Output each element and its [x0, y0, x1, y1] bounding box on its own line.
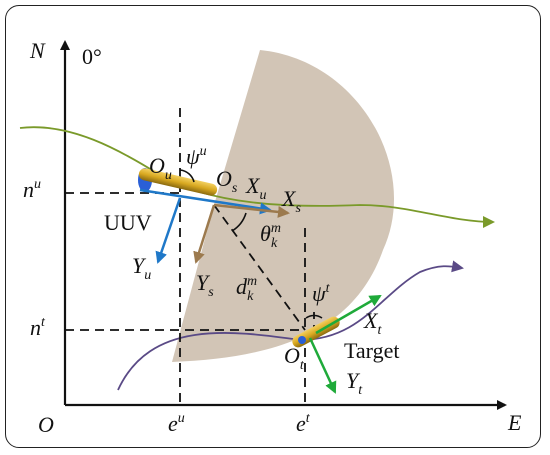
uuv-path [19, 126, 495, 228]
target-y-axis-label: Yt [346, 368, 363, 398]
figure-frame [5, 5, 541, 448]
sonar-origin-label: Os [216, 166, 238, 196]
uuv-x-axis [139, 188, 272, 215]
range-label: dmk [236, 274, 258, 304]
target-x-axis [315, 294, 382, 335]
target-east-coord-label: et [296, 411, 310, 436]
origin-label: O [38, 412, 54, 437]
uuv-heading-label: ψu [186, 144, 207, 169]
target-path [117, 260, 464, 391]
sonar-y-axis [193, 204, 216, 264]
target-origin-label: Ot [284, 343, 304, 373]
sonar-x-axis [213, 203, 290, 218]
heading-reference-label: 0° [82, 44, 102, 69]
uuv-vehicle [138, 168, 218, 196]
target-y-axis [308, 337, 337, 394]
uuv-north-coord-label: nu [23, 177, 41, 202]
uuv-y-axis [155, 197, 182, 264]
uuv-y-axis-label: Yu [132, 253, 152, 283]
target-north-coord-label: nt [30, 315, 45, 340]
bearing-label: θmk [260, 221, 281, 251]
sonar-x-axis-label: Xs [282, 186, 301, 216]
bearing-arc [231, 212, 247, 232]
uuv-label: UUV [104, 210, 152, 235]
target-heading-label: ψt [312, 281, 330, 306]
target-x-axis-label: Xt [364, 308, 382, 338]
north-axis-label: N [30, 38, 45, 63]
target-heading-arc [305, 314, 323, 319]
uuv-heading-arc [179, 169, 195, 183]
uuv-origin-label: Ou [149, 153, 172, 183]
uuv-east-coord-label: eu [168, 411, 185, 436]
target-label: Target [344, 338, 400, 363]
sonar-y-axis-label: Ys [196, 270, 214, 300]
uuv-x-axis-label: Xu [246, 173, 267, 203]
east-axis-label: E [508, 410, 522, 435]
